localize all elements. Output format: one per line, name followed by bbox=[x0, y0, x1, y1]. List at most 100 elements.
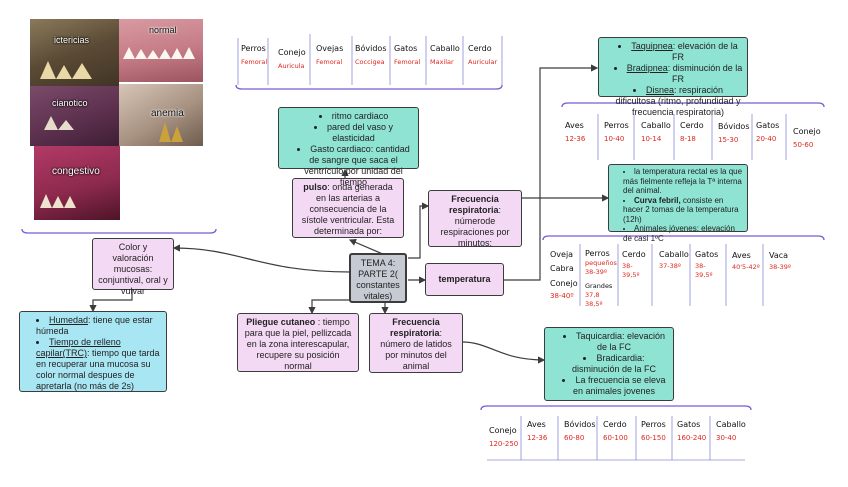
pulse-site-gatos: Gatos Femoral bbox=[394, 44, 420, 67]
pulse-site-name: Femoral bbox=[394, 58, 421, 66]
temp-animal: Cerdo bbox=[622, 250, 646, 259]
photo-anemia: anemia bbox=[119, 84, 203, 146]
central-topic-node[interactable]: TEMA 4: PARTE 2( constantes vitales) bbox=[349, 253, 407, 303]
temp-animal: Cabra bbox=[550, 264, 574, 273]
link-fr-detail bbox=[522, 64, 599, 199]
card-frame-fc bbox=[520, 416, 711, 460]
bracket-fr-values bbox=[561, 102, 825, 108]
taquicardia-item: Taquicardia: elevación de la FC bbox=[559, 331, 669, 353]
pulse-site-name: Auricula bbox=[278, 62, 305, 70]
temp-value-conejo: Conejo 38-40º bbox=[550, 279, 578, 301]
disnea-item: Disnea: respiración dificultosa (ritmo, … bbox=[613, 85, 743, 118]
fr-range: 15-30 bbox=[718, 136, 739, 144]
pulse-site-ovejas: Ovejas Femoral bbox=[316, 44, 343, 67]
jovenes-fc-item: La frecuencia se eleva en animales joven… bbox=[559, 375, 669, 397]
fr-animal: Caballo bbox=[641, 121, 671, 130]
fr-range: 50-60 bbox=[793, 141, 814, 149]
photo-label-anemia: anemia bbox=[151, 108, 184, 119]
fr-animal: Conejo bbox=[793, 127, 821, 136]
card-frame-pulse-1 bbox=[237, 34, 503, 85]
pulse-site-animal: Gatos bbox=[394, 44, 418, 53]
temp-title: temperatura bbox=[438, 274, 491, 284]
pulse-site-conejo: Conejo Auricula bbox=[278, 48, 306, 71]
link-center-pliegue bbox=[308, 299, 355, 315]
temp-range: 37,8 38,5º bbox=[585, 291, 603, 308]
temp-range: 38-39,5º bbox=[695, 262, 713, 279]
pulso-node[interactable]: pulso: onda generada en las arterias a c… bbox=[292, 178, 404, 238]
link-mucosas-detail bbox=[89, 290, 133, 313]
pulso-title: pulso bbox=[303, 182, 328, 192]
fc-range: 60-100 bbox=[603, 434, 628, 442]
ritmo-item: ritmo cardiaco bbox=[293, 111, 414, 122]
link-center-fr bbox=[408, 202, 430, 259]
bracket-fc-values bbox=[480, 405, 752, 411]
pulso-detail-node[interactable]: ritmo cardiaco pared del vaso y elastici… bbox=[278, 107, 419, 187]
pliegue-node[interactable]: Pliegue cutaneo : tiempo para que la pie… bbox=[237, 313, 359, 372]
pulse-site-name: Auricular bbox=[468, 58, 498, 66]
temperatura-node[interactable]: temperatura bbox=[425, 263, 504, 296]
pulse-site-animal: Caballo bbox=[430, 44, 460, 53]
fc-value-bovidos: Bóvidos 60-80 bbox=[564, 420, 595, 443]
fr-detail-node[interactable]: Taquipnea: elevación de la FR Bradipnea:… bbox=[598, 37, 748, 117]
fc-animal: Aves bbox=[527, 420, 546, 429]
temp-animal: Conejo bbox=[550, 279, 578, 288]
fc-range: 30-40 bbox=[716, 434, 737, 442]
temp-range: 38-40º bbox=[550, 292, 574, 300]
pulse-site-animal: Conejo bbox=[278, 48, 306, 57]
pliegue-text: : tiempo para que la piel, pellizcada en… bbox=[244, 317, 352, 371]
fc-animal: Perros bbox=[641, 420, 666, 429]
temp-animal: Aves bbox=[732, 251, 751, 260]
fr-text: : númerode respiraciones por minutos: bbox=[440, 205, 510, 248]
temp-detail-node[interactable]: la temperatura rectal es la que más fiel… bbox=[608, 164, 748, 243]
card-frame-temp bbox=[579, 244, 764, 306]
bradicardia-item: Bradicardia: disminución de la FC bbox=[559, 353, 669, 375]
pulse-site-animal: Perros bbox=[241, 44, 266, 53]
fc-range: 60-80 bbox=[564, 434, 585, 442]
card-frame-fr bbox=[597, 114, 787, 160]
mucosas-detail-item: Humedad: tiene que estar húmeda bbox=[36, 315, 160, 337]
temp-animal: Perros bbox=[585, 249, 610, 258]
pulse-site-name: Femoral bbox=[241, 58, 268, 66]
pulse-site-perros: Perros Femoral bbox=[241, 44, 267, 67]
link-fc-detail bbox=[461, 341, 546, 364]
bradipnea-text: : disminución de la FR bbox=[667, 63, 743, 84]
bradipnea-item: Bradipnea: disminución de la FR bbox=[613, 63, 743, 85]
mucosas-node[interactable]: Color y valoración mucosas: conjuntival,… bbox=[92, 238, 174, 296]
photo-congestivo: congestivo bbox=[34, 146, 120, 220]
photo-normal: normal bbox=[119, 19, 203, 82]
frecuencia-respiratoria-node[interactable]: Frecuencia respiratoria: númerode respir… bbox=[428, 190, 522, 248]
frecuencia-cardiaca-node[interactable]: Frecuencia respiratoria: número de latid… bbox=[369, 313, 463, 373]
temp-range: 37-38º bbox=[659, 262, 681, 270]
pulse-site-cerdo: Cerdo Auricular bbox=[468, 44, 497, 67]
mucosas-text: Color y valoración mucosas: conjuntival,… bbox=[98, 242, 168, 296]
fr-value-conejo: Conejo 50-60 bbox=[793, 127, 821, 150]
fr-range: 10-14 bbox=[641, 135, 662, 143]
mucosas-detail-node[interactable]: Humedad: tiene que estar húmeda Tiempo d… bbox=[19, 311, 167, 392]
fr-animal: Perros bbox=[604, 121, 629, 130]
fc-value-caballo: Caballo 30-40 bbox=[716, 420, 746, 443]
temp-animal: Caballo bbox=[659, 250, 689, 259]
fc-animal: Caballo bbox=[716, 420, 746, 429]
photo-label-ictericias: ictericias bbox=[54, 35, 90, 45]
trc-term: Tiempo de relleno capilar(TRC) bbox=[36, 337, 121, 358]
trc-text: : tiempo que tarda en recuperar una muco… bbox=[36, 348, 160, 391]
fc-animal: Bóvidos bbox=[564, 420, 596, 429]
fc-detail-node[interactable]: Taquicardia: elevación de la FC Bradicar… bbox=[544, 327, 674, 401]
bracket-temp-values bbox=[542, 235, 825, 241]
pulse-site-bovidos: Bóvidos Coccigea bbox=[355, 44, 386, 67]
fr-title: Frecuencia respiratoria bbox=[448, 194, 499, 215]
photo-cianotico: cianotico bbox=[30, 86, 119, 146]
